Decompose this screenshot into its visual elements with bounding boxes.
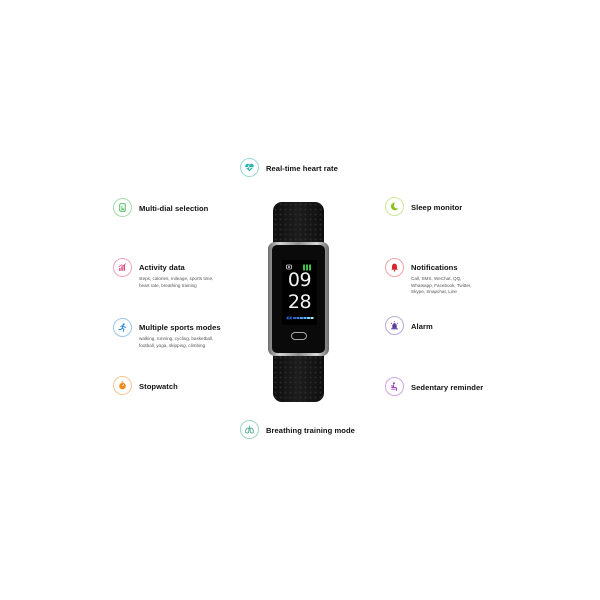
feature-detail-line: heart rate, breathing training (139, 282, 197, 288)
moon-icon: z (385, 197, 404, 216)
stopwatch-icon (113, 376, 132, 395)
feature-breathing-training: Breathing training mode (240, 420, 355, 440)
screen-hours: 09 (287, 269, 312, 291)
feature-multi-dial: Multi-dial selection (113, 198, 208, 218)
dial-select-icon (113, 198, 132, 217)
watch-touch-button[interactable] (291, 332, 307, 340)
watch-screen: 09 28 (282, 260, 317, 325)
bell-icon (385, 258, 404, 277)
feature-detail-line: Call, SMS, WeChat, QQ, (411, 276, 462, 281)
feature-title: Multiple sports modes (139, 323, 221, 332)
feature-detail-line: Skype, Snapchat, Line (411, 289, 457, 295)
feature-sedentary-reminder: Sedentary reminder (385, 377, 483, 397)
screen-status-icons (286, 264, 311, 271)
feature-activity-data: Activity data steps, calories, mileage, … (113, 258, 213, 290)
screen-minutes: 28 (287, 291, 312, 313)
feature-title: Real-time heart rate (266, 164, 338, 173)
feature-title: Sleep monitor (411, 203, 463, 212)
feature-title: Alarm (411, 322, 433, 331)
heart-rate-icon (240, 158, 259, 177)
feature-sleep-monitor: z Sleep monitor (385, 197, 462, 217)
alarm-icon (385, 316, 404, 335)
band-strap-bottom (273, 350, 324, 402)
feature-title: Stopwatch (139, 382, 178, 391)
screen-color-bar (286, 316, 314, 320)
runner-icon (113, 318, 132, 337)
lungs-icon (240, 420, 259, 439)
feature-detail-line: Whatsapp, Facebook, Twitter, (411, 282, 472, 288)
feature-title: Activity data (139, 263, 185, 272)
feature-alarm: Alarm (385, 316, 433, 336)
feature-title: Notifications (411, 263, 458, 272)
feature-title: Breathing training mode (266, 426, 355, 435)
svg-text:z: z (391, 202, 393, 206)
feature-notifications: Notifications Call, SMS, WeChat, QQ, Wha… (385, 258, 471, 297)
sitting-person-icon (385, 377, 404, 396)
feature-title: Sedentary reminder (411, 383, 484, 392)
feature-detail-line: football, yoga, skipping, climbing (139, 342, 206, 348)
feature-detail-line: walking, running, cycling, basketball, (139, 336, 214, 341)
activity-chart-icon (113, 258, 132, 277)
feature-stopwatch: Stopwatch (113, 376, 178, 396)
band-strap-top (273, 202, 324, 248)
feature-title: Multi-dial selection (139, 204, 209, 213)
feature-sports-modes: Multiple sports modes walking, running, … (113, 318, 221, 350)
feature-heart-rate: Real-time heart rate (240, 158, 338, 178)
feature-detail-line: steps, calories, mileage, sports time, (139, 276, 214, 281)
